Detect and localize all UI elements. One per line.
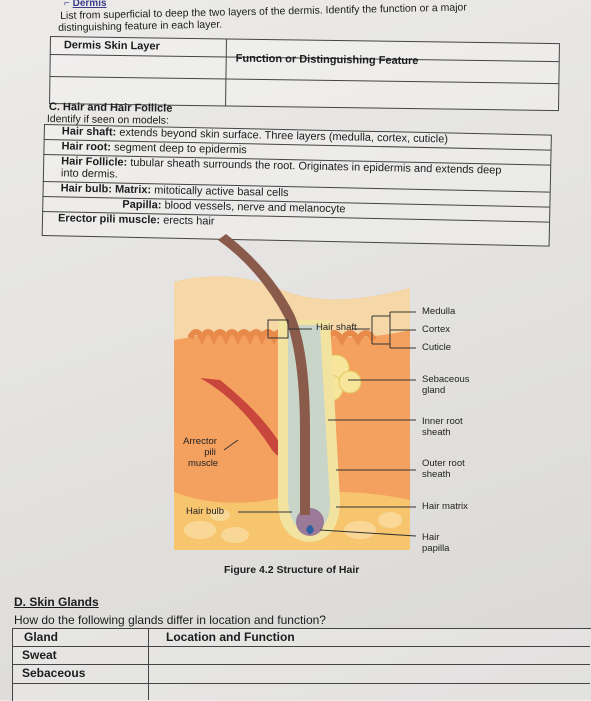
dermal-papillae — [187, 329, 289, 345]
label-inner-root-sheath: Inner root sheath — [422, 416, 463, 438]
glands-row-rule — [12, 664, 590, 665]
glands-heading: D. Skin Glands — [14, 595, 99, 609]
hair-shaft-shape — [218, 234, 310, 515]
glands-row-rule-2 — [12, 683, 590, 684]
adipose-cells — [184, 509, 402, 543]
label-cuticle: Cuticle — [422, 342, 452, 353]
dermis-instruction-2: distinguishing feature in each layer. — [58, 18, 223, 34]
gland-row-sebaceous: Sebaceous — [22, 666, 86, 680]
figure-caption: Figure 4.2 Structure of Hair — [224, 564, 360, 576]
label-hair-shaft: Hair shaft — [316, 322, 357, 333]
label-hair-bulb: Hair bulb — [186, 506, 225, 517]
arrector-pili-muscle-shape — [200, 378, 288, 459]
label-hair-matrix: Hair matrix — [422, 501, 468, 512]
hair-papilla-shape — [306, 525, 314, 534]
label-sebaceous-gland: Sebaceous gland — [422, 374, 470, 396]
sebaceous-location-cell[interactable] — [152, 666, 586, 681]
glands-header-rule — [12, 646, 590, 647]
dermis-layer-2-cell[interactable] — [53, 80, 221, 102]
dermis-table: Dermis Skin Layer Function or Distinguis… — [49, 36, 560, 112]
label-medulla: Medulla — [422, 306, 456, 317]
dermis-heading: ⌐ Dermis — [64, 0, 107, 9]
glands-col-rule — [148, 628, 149, 700]
leader-lines — [223, 311, 417, 537]
glands-table: Gland Location and Function Sweat Sebace… — [12, 628, 591, 701]
hair-row-follicle-cont: into dermis. — [60, 167, 118, 181]
label-arrector-pili: Arrector pili muscle — [183, 436, 219, 469]
hair-diagram — [174, 234, 417, 550]
dermis-layer-1-cell[interactable] — [53, 58, 221, 76]
dermis-col-layer: Dermis Skin Layer — [63, 39, 160, 53]
label-hair-papilla: Hair papilla — [422, 532, 450, 554]
dermis-heading-marker: ⌐ — [64, 0, 73, 9]
gland-row-sweat: Sweat — [22, 648, 57, 662]
glands-col-location: Location and Function — [166, 630, 295, 644]
glands-question: How do the following glands differ in lo… — [14, 613, 326, 627]
glands-col-gland: Gland — [24, 630, 59, 644]
label-outer-root-sheath: Outer root sheath — [422, 458, 465, 480]
hair-figure: Hair shaft Arrector pili muscle Hair bul… — [160, 230, 590, 590]
label-cortex: Cortex — [422, 324, 450, 335]
sweat-location-cell[interactable] — [152, 648, 586, 662]
epidermis-region — [174, 276, 410, 340]
